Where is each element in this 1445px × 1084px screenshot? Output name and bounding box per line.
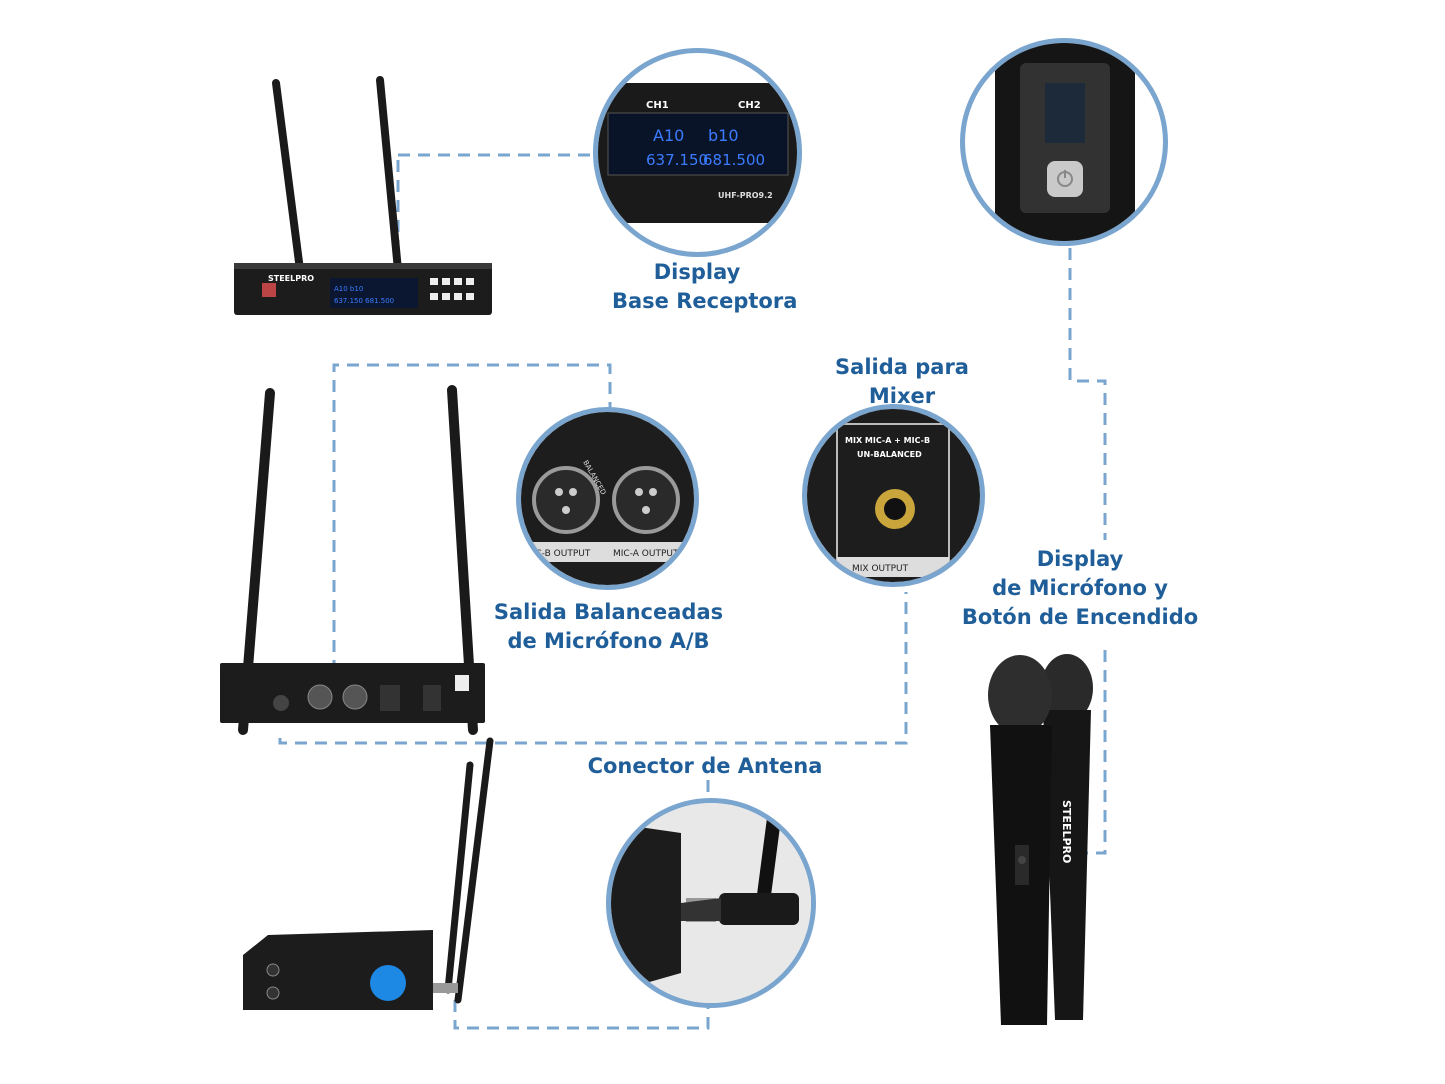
lcd-group2: b10 [708,126,739,145]
lcd-freq2: 681.500 [703,151,765,169]
receiver-brand: STEELPRO [268,274,314,283]
label-mic-display-line2: de Micrófono y [992,576,1168,600]
label-mixer: Salida para Mixer [812,353,992,411]
label-display-base-line1: Display [653,260,741,284]
label-display-base-line2: Base Receptora [612,289,798,313]
mix-label-line1: MIX MIC-A + MIC-B [845,436,930,445]
label-display-base: Display Base Receptora [612,258,798,316]
mic-a-output-label: MIC-A OUTPUT [613,549,679,559]
lcd-freq1: 637.150 [646,151,708,169]
label-mic-display-line3: Botón de Encendido [961,605,1199,629]
mix-output-label: MIX OUTPUT [852,564,909,574]
label-mic-display-line1: Display [1036,547,1124,571]
label-balanced-line1: Salida Balanceadas [493,600,724,624]
label-balanced: Salida Balanceadas de Micrófono A/B [486,598,731,656]
mic-b-output-label: MIC-B OUTPUT [525,549,591,559]
zoom-mic-display [960,38,1168,246]
label-mic-display: Display de Micrófono y Botón de Encendid… [955,545,1205,632]
label-balanced-line2: de Micrófono A/B [507,629,710,653]
receiver-back-image [220,385,485,735]
microphones-image: STEELPRO [988,654,1093,1025]
mic-front [988,655,1052,1025]
svg-text:637.150 681.500: 637.150 681.500 [334,297,394,305]
zoom-balanced-outputs: MIC-B OUTPUT MIC-A OUTPUT BALANCED [516,407,699,590]
power-button-icon [1047,161,1083,197]
svg-text:A10 b10: A10 b10 [334,285,363,293]
zoom-mix-output: MIX MIC-A + MIC-B UN-BALANCED MIX OUTPUT [802,404,985,587]
model-label: UHF-PRO9.2 [718,191,773,200]
receiver-front-image: A10 b10 637.150 681.500 STEELPRO [234,76,492,315]
ch1-label: CH1 [646,100,669,111]
label-mixer-line1: Salida para [835,355,969,379]
lcd-group1: A10 [653,126,684,145]
mic-back [1041,654,1093,1020]
receiver-side-image [243,737,494,1010]
zoom-antenna-connector [606,798,816,1008]
mix-label-line2: UN-BALANCED [857,450,922,459]
zoom-receiver-display: CH1 CH2 A10 b10 637.150 681.500 UHF-PRO9… [593,48,802,257]
ch2-label: CH2 [738,100,761,111]
label-antenna: Conector de Antena [587,754,823,778]
mic-brand: STEELPRO [1060,800,1073,863]
